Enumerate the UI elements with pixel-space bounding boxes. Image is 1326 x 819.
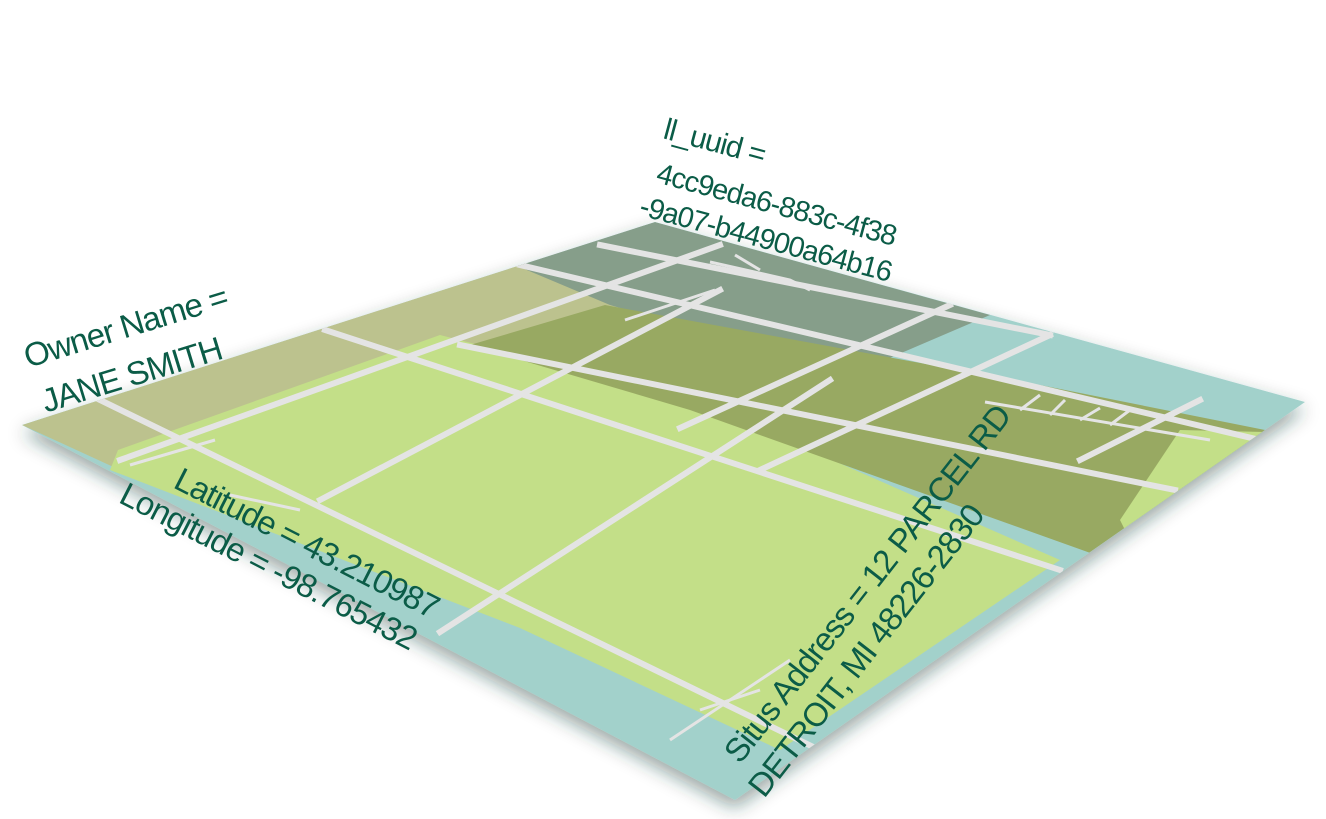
road bbox=[315, 285, 725, 505]
minor-streets bbox=[129, 253, 1211, 742]
side-street bbox=[229, 493, 301, 512]
side-street bbox=[129, 438, 216, 467]
road bbox=[676, 301, 954, 432]
cul-de-sac-street bbox=[1048, 398, 1067, 417]
parcel-mid-green bbox=[470, 305, 1265, 560]
cul-de-sac-street bbox=[709, 260, 811, 292]
road bbox=[321, 326, 1064, 574]
cul-de-sac-street bbox=[1019, 393, 1041, 412]
cul-de-sac-street bbox=[1079, 406, 1101, 422]
cul-de-sac-street bbox=[624, 288, 716, 322]
parcel-light-green bbox=[110, 335, 1060, 750]
road bbox=[1075, 395, 1205, 465]
road bbox=[116, 241, 724, 464]
road bbox=[95, 395, 845, 765]
parcel-gray bbox=[515, 222, 990, 375]
road bbox=[456, 341, 1179, 494]
road bbox=[435, 375, 835, 637]
road bbox=[756, 331, 1054, 474]
side-street bbox=[699, 688, 761, 712]
cul-de-sac-street bbox=[734, 253, 761, 272]
cul-de-sac-street bbox=[1109, 408, 1161, 427]
